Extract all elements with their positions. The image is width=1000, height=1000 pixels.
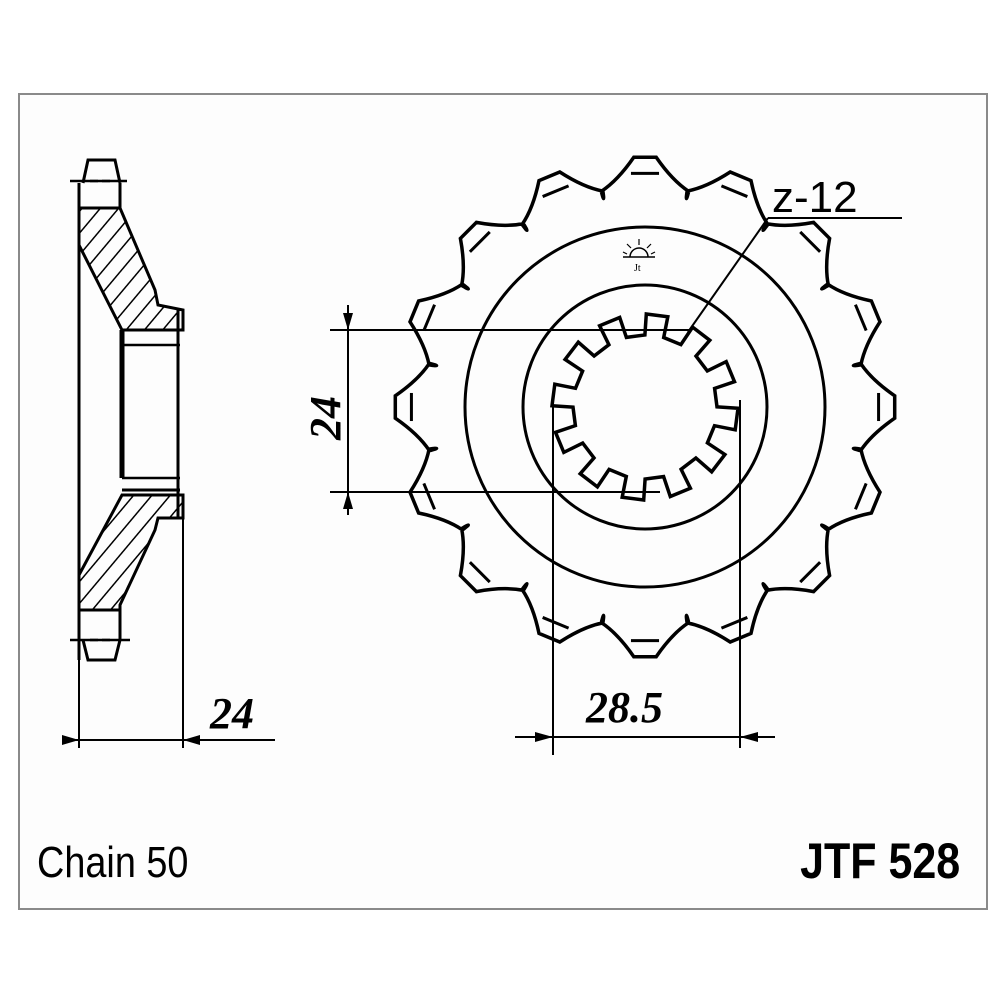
tooth-tip-markers (409, 171, 881, 643)
spline-outline (550, 312, 740, 502)
chain-size-label: Chain 50 (37, 838, 189, 887)
spline-width-dimension: 28.5 (515, 400, 775, 755)
teeth-count-callout: z-12 (687, 173, 902, 333)
svg-text:24: 24 (301, 396, 350, 441)
side-profile-view: 24 (62, 158, 275, 748)
pitch-circle (463, 225, 827, 589)
sprocket-teeth-outline (393, 155, 897, 659)
hub-circle (521, 283, 769, 531)
hub-width-dimension: 24 (209, 689, 254, 738)
sprocket-front-view: Jt (393, 155, 897, 659)
manufacturer-logo-icon: Jt (622, 239, 656, 274)
svg-text:Jt: Jt (634, 263, 641, 274)
part-number-label: JTF 528 (799, 833, 960, 889)
spline-diameter-dimension: 24 (301, 305, 690, 515)
teeth-count-label: z-12 (772, 173, 858, 222)
svg-text:28.5: 28.5 (585, 683, 663, 732)
